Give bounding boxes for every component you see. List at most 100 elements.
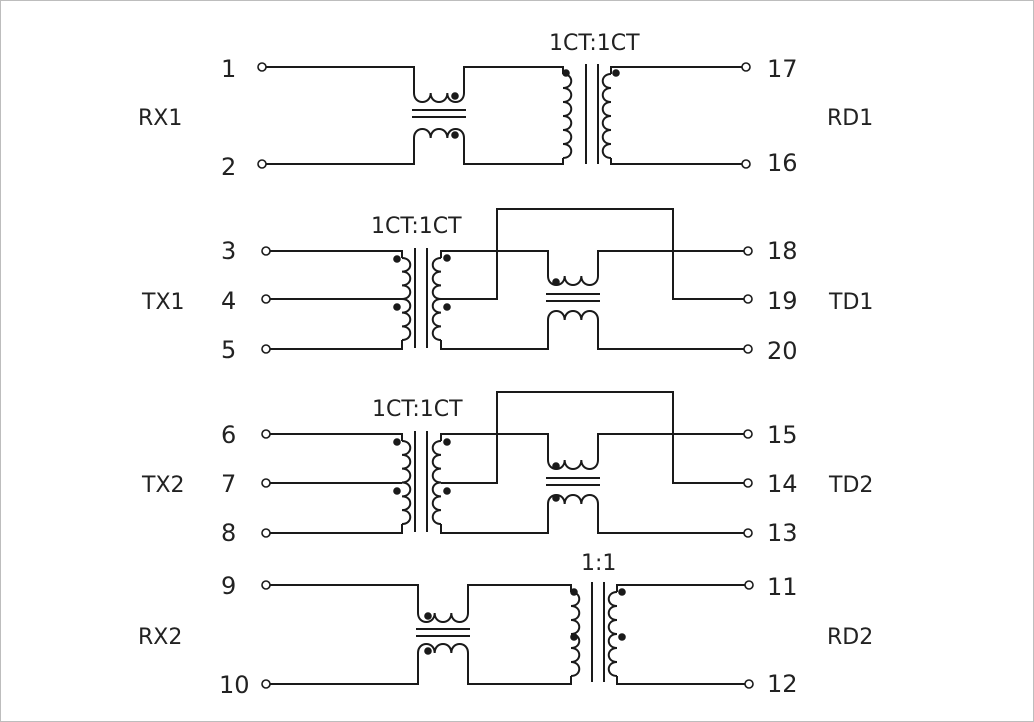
wire <box>270 653 419 685</box>
pin-terminal-16 <box>741 159 751 169</box>
pin-terminal-17 <box>741 62 751 72</box>
pin-number-15: 15 <box>767 421 798 449</box>
pin-number-16: 16 <box>767 149 798 177</box>
pin-terminal-10 <box>261 679 271 689</box>
wire <box>270 524 403 534</box>
side-label-td2: TD2 <box>828 473 873 498</box>
wire <box>616 676 745 685</box>
polarity-dot <box>451 92 459 100</box>
polarity-dot <box>451 131 459 139</box>
pin-number-10: 10 <box>219 671 250 699</box>
wire <box>610 158 742 165</box>
polarity-dot <box>443 438 451 446</box>
group-label-tx2: TX2 <box>141 473 185 498</box>
wire <box>463 66 564 93</box>
pin-terminal-2 <box>257 159 267 169</box>
wire <box>266 138 415 165</box>
wire <box>467 584 572 613</box>
pin-number-2: 2 <box>221 153 236 181</box>
polarity-dot <box>393 303 401 311</box>
pin-terminal-12 <box>744 679 754 689</box>
wire <box>440 433 549 460</box>
pin-number-20: 20 <box>767 337 798 365</box>
side-label-td1: TD1 <box>828 290 873 315</box>
pin-terminal-4 <box>261 294 271 304</box>
wire <box>467 653 572 685</box>
polarity-dot <box>562 69 570 77</box>
pin-number-19: 19 <box>767 287 798 315</box>
circuit-wiring <box>257 62 754 689</box>
polarity-dot <box>552 462 560 470</box>
polarity-dot <box>552 278 560 286</box>
pin-number-3: 3 <box>221 237 236 265</box>
winding <box>601 73 612 159</box>
polarity-dot <box>570 633 578 641</box>
ratio-label-tx1: 1CT:1CT <box>371 214 462 239</box>
pin-number-5: 5 <box>221 336 236 364</box>
pin-number-12: 12 <box>767 670 798 698</box>
ratio-label-rx1: 1CT:1CT <box>549 31 640 56</box>
wire <box>597 250 744 276</box>
pin-number-13: 13 <box>767 519 798 547</box>
ratio-label-rx2: 1:1 <box>581 551 616 576</box>
choke-winding-bottom <box>547 310 599 321</box>
pin-terminal-13 <box>743 528 753 538</box>
polarity-dot <box>618 588 626 596</box>
wire <box>597 433 744 460</box>
polarity-dot <box>424 647 432 655</box>
pin-number-8: 8 <box>221 519 236 547</box>
polarity-dot <box>424 612 432 620</box>
wire <box>597 320 744 350</box>
pin-terminal-1 <box>257 62 267 72</box>
pin-number-17: 17 <box>767 55 798 83</box>
pin-number-6: 6 <box>221 421 236 449</box>
pin-terminal-8 <box>261 528 271 538</box>
polarity-dot <box>618 633 626 641</box>
polarity-dot <box>393 255 401 263</box>
wire <box>616 584 745 592</box>
wire <box>441 208 744 300</box>
wire <box>270 340 403 350</box>
wire <box>441 391 744 484</box>
pin-terminal-9 <box>261 580 271 590</box>
choke-winding-bottom <box>417 643 469 654</box>
pin-terminal-20 <box>743 344 753 354</box>
winding <box>401 440 412 525</box>
pin-terminal-19 <box>743 294 753 304</box>
pin-terminal-6 <box>261 429 271 439</box>
polarity-dot <box>443 303 451 311</box>
pin-number-11: 11 <box>767 573 798 601</box>
pin-terminal-18 <box>743 246 753 256</box>
group-label-rx1: RX1 <box>138 106 182 131</box>
polarity-dot <box>570 588 578 596</box>
pin-terminal-5 <box>261 344 271 354</box>
pin-number-9: 9 <box>221 572 236 600</box>
pin-number-1: 1 <box>221 55 236 83</box>
wire <box>440 250 549 276</box>
wire <box>270 584 419 613</box>
wire <box>440 504 549 534</box>
wire <box>270 250 403 258</box>
group-label-rx2: RX2 <box>138 625 182 650</box>
choke-winding-top <box>413 92 465 103</box>
pin-terminal-7 <box>261 478 271 488</box>
pin-number-4: 4 <box>221 287 236 315</box>
wire <box>463 138 564 165</box>
polarity-dot <box>443 487 451 495</box>
pin-number-18: 18 <box>767 237 798 265</box>
polarity-dot <box>393 487 401 495</box>
side-label-rd2: RD2 <box>827 625 873 650</box>
ratio-label-tx2: 1CT:1CT <box>372 397 463 422</box>
winding <box>562 73 573 159</box>
pin-number-14: 14 <box>767 470 798 498</box>
side-label-rd1: RD1 <box>827 106 873 131</box>
wire <box>597 504 744 534</box>
choke-winding-bottom <box>413 128 465 139</box>
polarity-dot <box>612 69 620 77</box>
choke-winding-top <box>417 612 469 623</box>
wire <box>270 433 403 441</box>
polarity-dot <box>393 438 401 446</box>
wire <box>266 66 415 93</box>
group-label-tx1: TX1 <box>141 290 185 315</box>
